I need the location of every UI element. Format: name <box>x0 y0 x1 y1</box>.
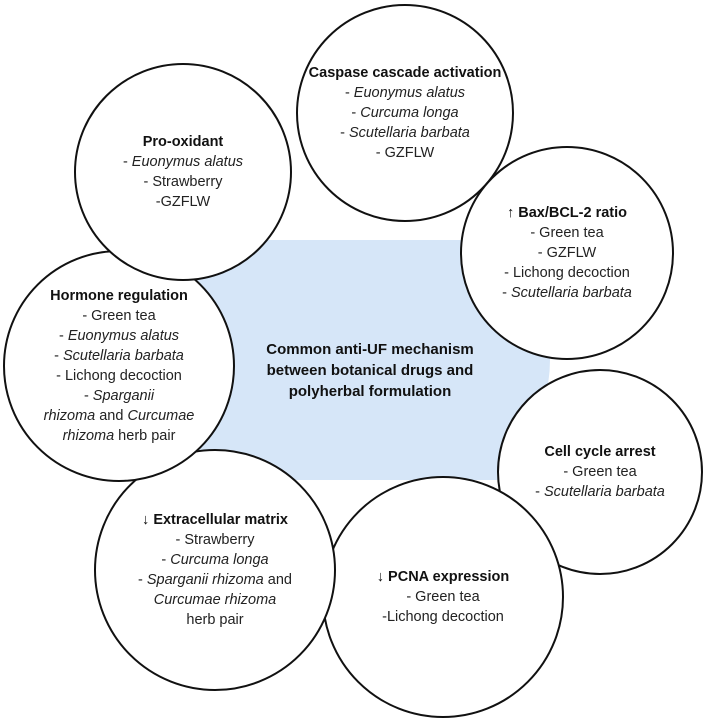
node-line: - Curcuma longa <box>161 550 268 570</box>
node-line-part: - GZFLW <box>537 245 597 261</box>
node-line: herb pair <box>186 610 243 630</box>
node-line-part: - <box>83 388 93 404</box>
center-hexagon <box>160 240 550 480</box>
node-line-part: Sparganii <box>92 388 155 404</box>
node-line-part: Scutellaria barbata <box>348 125 470 141</box>
node-title: Cell cycle arrest <box>544 444 656 460</box>
node-line-part: Scutellaria barbata <box>510 285 632 301</box>
node-extracellular-matrix-circle <box>94 449 336 691</box>
node-line-part: Curcumae <box>127 408 195 424</box>
node-line-part: - <box>58 328 68 344</box>
node-cell-cycle-arrest-circle <box>497 369 703 575</box>
node-pcna-expression-text: ↓ PCNA expression - Green tea -Lichong dec… <box>335 477 551 717</box>
circle-group <box>3 4 703 718</box>
node-caspase-cascade-circle <box>296 4 514 222</box>
node-caspase-cascade-text: Caspase cascade activation - Euonymus ala… <box>308 5 502 221</box>
node-pro-oxidant-circle <box>74 63 292 281</box>
node-title: ↓ PCNA expression <box>376 569 510 585</box>
node-line-part: - <box>351 105 361 121</box>
node-line: - GZFLW <box>376 143 435 163</box>
node-line-part: - <box>502 285 511 301</box>
node-line-part: - <box>535 484 544 500</box>
node-line: - Scutellaria barbata <box>340 123 470 143</box>
node-line: - Curcuma longa <box>351 103 458 123</box>
node-line: - Green tea <box>530 223 603 243</box>
node-title: Hormone regulation <box>50 288 188 304</box>
node-line: Curcumae rhizoma <box>154 590 277 610</box>
node-title: Pro-oxidant <box>142 134 224 150</box>
node-line: - Green tea <box>406 587 479 607</box>
node-line-part: Curcumae rhizoma <box>153 592 277 608</box>
node-line-part: - Lichong decoction <box>56 368 182 384</box>
node-line-part: - GZFLW <box>375 145 435 161</box>
node-line: - GZFLW <box>538 243 597 263</box>
node-line: - Scutellaria barbata <box>54 346 184 366</box>
node-pro-oxidant-text: Pro-oxidant- Euonymus alatus- Strawberry… <box>86 64 280 280</box>
node-line: - Euonymus alatus <box>123 152 243 172</box>
node-line-part: Scutellaria barbata <box>62 348 184 364</box>
node-line: - Euonymus alatus <box>345 83 465 103</box>
node-line-part: Scutellaria barbata <box>543 484 665 500</box>
node-line-part: - <box>122 154 132 170</box>
node-line-part: Euonymus alatus <box>353 85 466 101</box>
node-hormone-regulation-text: Hormone regulation- Green tea- Euonymus … <box>16 251 223 481</box>
node-line-part: - Lichong decoction <box>504 265 630 281</box>
node-line: - Strawberry <box>144 172 223 192</box>
node-bax-bcl2-text: ↑ Bax/BCL-2 ratio - Green tea - GZFLW - Lic… <box>472 147 663 359</box>
node-line-part: - Green tea <box>563 464 637 480</box>
node-line-part: rhizoma <box>43 408 96 424</box>
node-line: - Lichong decoction <box>504 263 630 283</box>
node-line-part: herb pair <box>114 428 176 444</box>
node-line-part: - Green tea <box>82 308 156 324</box>
node-line-part: - <box>138 572 147 588</box>
node-title: ↓ Extracellular matrix <box>142 512 288 528</box>
node-line-part: and <box>263 572 292 588</box>
node-line-part: Curcuma longa <box>170 552 269 568</box>
node-line: rhizoma and Curcumae <box>44 406 195 426</box>
node-line-part: rhizoma <box>62 428 115 444</box>
node-line-part: -GZFLW <box>155 194 211 210</box>
node-line-part: herb pair <box>186 612 244 628</box>
node-line-part: - Strawberry <box>175 532 255 548</box>
node-line: - Sparganii rhizoma and <box>138 570 292 590</box>
node-line: - Green tea <box>82 306 155 326</box>
node-line: - Green tea <box>563 462 636 482</box>
node-line: - Lichong decoction <box>56 366 182 386</box>
node-line-part: Euonymus alatus <box>67 328 180 344</box>
node-line-part: - Green tea <box>406 589 480 605</box>
node-line-part: - <box>161 552 171 568</box>
node-line-part: and <box>95 408 128 424</box>
node-line: - Scutellaria barbata <box>502 283 632 303</box>
node-bax-bcl2-circle <box>460 146 674 360</box>
node-line-part: - Strawberry <box>143 174 223 190</box>
node-line: - Euonymus alatus <box>59 326 179 346</box>
node-line-part: - <box>340 125 349 141</box>
node-line: rhizoma herb pair <box>63 426 176 446</box>
node-cell-cycle-arrest-text: Cell cycle arrest - Green tea - Scutellari… <box>508 370 692 574</box>
node-line: - Strawberry <box>176 530 255 550</box>
node-line-part: Sparganii rhizoma <box>146 572 264 588</box>
node-line-part: - Green tea <box>530 225 604 241</box>
node-line-part: Euonymus alatus <box>131 154 244 170</box>
node-title: ↑ Bax/BCL-2 ratio <box>506 205 628 221</box>
node-line: - Sparganii <box>84 386 154 406</box>
node-line-part: - <box>344 85 354 101</box>
node-line-part: Curcuma longa <box>360 105 459 121</box>
node-title: Caspase cascade activation <box>308 65 502 81</box>
node-extracellular-matrix-text: ↓ Extracellular matrix- Strawberry- Curc… <box>107 450 323 690</box>
center-label: Common anti-UF mechanism between botanic… <box>266 340 474 400</box>
node-line: -GZFLW <box>156 192 211 212</box>
node-line-part: -Lichong decoction <box>382 609 504 625</box>
node-line-part: - <box>54 348 63 364</box>
node-line: -Lichong decoction <box>382 607 504 627</box>
node-line: - Scutellaria barbata <box>535 482 665 502</box>
